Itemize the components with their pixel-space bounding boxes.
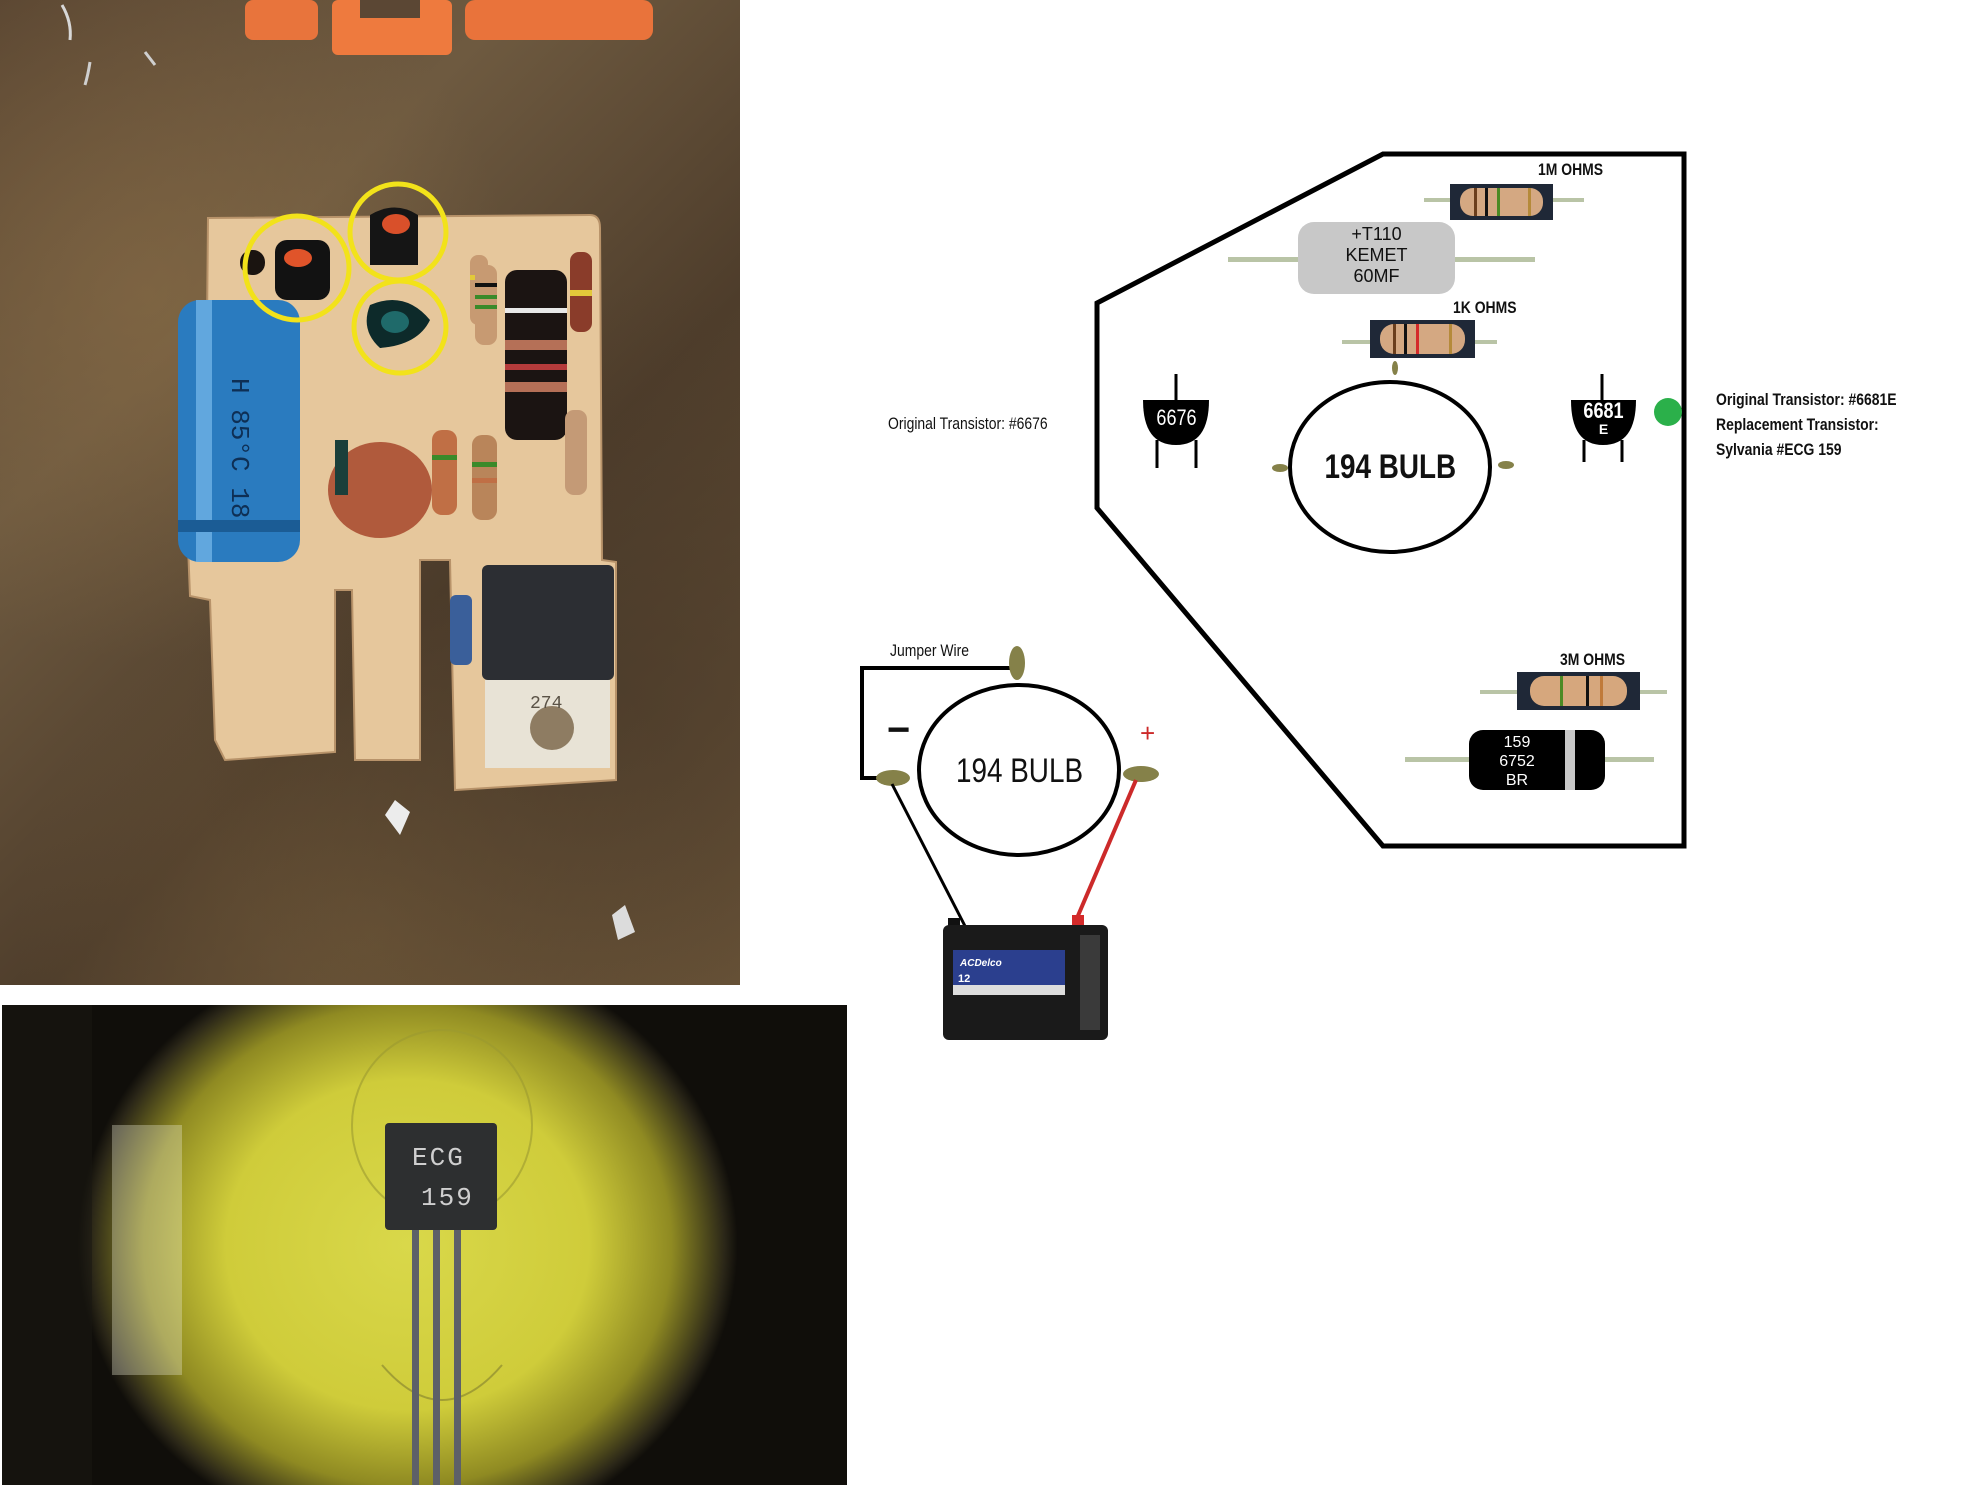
transistor-right-note-line2: Replacement Transistor: <box>1716 415 1879 434</box>
orange-clip <box>245 0 653 55</box>
capacitor-line1: +T110 <box>1351 224 1402 244</box>
transistor-right-marking: 6681 E <box>1571 400 1636 437</box>
capacitor-label: +T110 KEMET 60MF <box>1298 224 1455 287</box>
resistor-top-c <box>570 252 592 332</box>
regulator-marking: 274 <box>530 694 562 714</box>
voltage-regulator: 274 <box>482 565 614 768</box>
resistor-1k <box>1342 320 1497 358</box>
negative-symbol: − <box>887 708 911 752</box>
highlight-circle-1 <box>242 213 352 323</box>
test-circuit <box>860 646 1159 929</box>
diode-159 <box>1405 730 1654 790</box>
resistor-1m <box>1424 184 1584 220</box>
disc-capacitor <box>328 442 432 538</box>
diode-line1: 159 <box>1503 734 1531 751</box>
ecg-marking-line2: 159 <box>421 1183 474 1213</box>
highlight-circle-3 <box>351 278 449 376</box>
capacitor-line2: KEMET <box>1345 245 1408 265</box>
bulb-onboard <box>1272 361 1514 554</box>
zener-diode <box>450 595 472 665</box>
transistor-6676 <box>1143 374 1209 468</box>
test-bulb-label: 194 BULB <box>955 752 1083 790</box>
transistor-right-note: Original Transistor: #6681E Replacement … <box>1716 387 1936 462</box>
resistor-top-b <box>475 265 497 345</box>
ecg-marking-line1: ECG <box>412 1143 465 1173</box>
resistor-3m <box>1480 672 1667 710</box>
negative-wire <box>890 783 968 929</box>
small-diode <box>335 440 348 495</box>
battery-badge: 12 <box>958 973 970 985</box>
bulb-onboard-label: 194 BULB <box>1324 448 1456 486</box>
positive-symbol: + <box>1140 718 1156 748</box>
positive-wire <box>1075 779 1138 919</box>
diode-line3: BR <box>1505 772 1529 789</box>
replacement-transistor-photo: ECG 159 <box>2 1005 847 1485</box>
wirewound-resistor <box>505 270 567 440</box>
transistor-left-note: Original Transistor: #6676 <box>888 414 1048 433</box>
circuit-board-photo: H 85°C 18 <box>0 0 740 985</box>
jumper-wire-label: Jumper Wire <box>890 641 970 660</box>
transistor-right-note-line1: Original Transistor: #6681E <box>1716 390 1897 409</box>
battery-brand: ACDelco <box>959 958 1002 969</box>
transistor-left-marking: 6676 <box>1155 405 1197 430</box>
transistor-right-marking-sub: E <box>1598 421 1609 437</box>
circuit-board-illustration: H 85°C 18 <box>60 0 653 940</box>
transistor-1 <box>275 240 330 300</box>
resistor-lower-c <box>565 410 587 495</box>
transistor-6681e <box>1571 374 1636 462</box>
terminal-top <box>1009 646 1025 680</box>
board-outline <box>1094 151 1687 849</box>
ecg-transistor-illustration <box>2 1005 533 1485</box>
transistor-2 <box>370 207 418 265</box>
electrolytic-capacitor: H 85°C 18 <box>178 300 300 562</box>
diode-label: 159 6752 BR <box>1469 733 1565 790</box>
resistor-lower-b <box>472 435 497 520</box>
capacitor-kemet <box>1228 222 1535 294</box>
resistor-1k-label: 1K OHMS <box>1453 298 1517 317</box>
diode-line2: 6752 <box>1499 753 1535 770</box>
replacement-indicator-dot <box>1654 398 1682 426</box>
transistor-right-note-line3: Sylvania #ECG 159 <box>1716 440 1842 459</box>
terminal-positive <box>1123 766 1159 782</box>
capacitor-marking: H 85°C 18 <box>224 378 254 518</box>
test-bulb-outline <box>917 683 1121 857</box>
transistor-3 <box>366 300 430 348</box>
resistor-lower-a <box>432 430 457 515</box>
resistor-3m-label: 3M OHMS <box>1560 650 1626 669</box>
terminal-negative <box>876 770 910 786</box>
car-battery: ACDelco 12 <box>943 915 1108 1040</box>
resistor-1m-label: 1M OHMS <box>1538 160 1604 179</box>
capacitor-line3: 60MF <box>1353 266 1400 286</box>
